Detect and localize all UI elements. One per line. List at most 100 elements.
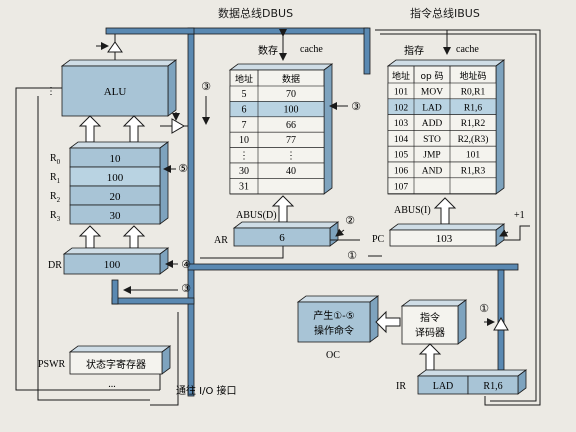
register-row: 20 R2 <box>50 185 161 206</box>
data-memory-marker: ③ <box>351 100 361 113</box>
instr-memory-row: 105 JMP 101 <box>387 145 497 163</box>
instr-memory-addr: 103 <box>394 119 409 129</box>
instr-memory-addr: 104 <box>394 135 409 145</box>
decoder-block: 指令 译码器 <box>400 299 468 345</box>
instr-memory-row: 104 STO R2,(R3) <box>387 130 497 147</box>
data-memory-addr: 7 <box>242 120 247 131</box>
data-memory-row: 30 40 <box>229 162 325 179</box>
register-marker: ⑤ <box>178 162 188 175</box>
instr-memory-operand: R1,R3 <box>461 167 486 177</box>
instr-memory-op: LAD <box>422 103 442 113</box>
abus-d-label: ABUS(D) <box>236 210 277 221</box>
instr-memory-addr: 107 <box>394 182 409 192</box>
alu-block: ALU ⋮ <box>46 59 178 117</box>
register-name: R2 <box>50 191 61 204</box>
data-memory-row: 10 77 <box>229 131 325 148</box>
alu-input-arrows <box>78 115 146 143</box>
instr-memory-op: STO <box>423 135 441 145</box>
ar-marker: ② <box>345 214 355 227</box>
ibus-marker: ① <box>347 249 357 262</box>
register-row: 10 R0 <box>50 147 161 168</box>
alu-dots: ⋮ <box>46 86 56 97</box>
instr-memory-addr: 106 <box>394 167 409 177</box>
dr-marker: ④ <box>181 258 191 271</box>
data-memory-value: 70 <box>286 89 296 100</box>
data-memory-value: ⋮ <box>286 151 296 162</box>
instr-memory-addr: 105 <box>394 151 409 161</box>
alu-label: ALU <box>104 86 127 98</box>
dr-bus-marker: ③ <box>181 282 191 295</box>
ar-value: 6 <box>279 232 285 244</box>
data-memory-cache: cache <box>300 44 323 55</box>
pc-label: PC <box>372 234 385 245</box>
data-memory-value: 40 <box>286 166 296 177</box>
instr-memory-operand: R0,R1 <box>461 88 486 98</box>
ir-marker: ① <box>479 302 489 315</box>
oc-block: 产生①-⑤ 操作命令 OC <box>296 295 380 361</box>
alu-bus-marker: ③ <box>201 80 211 93</box>
pswr-dots: ... <box>108 379 116 390</box>
instr-memory-row: 101 MOV R0,R1 <box>387 82 497 100</box>
decoder-line2: 译码器 <box>415 327 445 339</box>
data-memory-row: 31 <box>229 178 325 195</box>
instr-memory-op: MOV <box>421 88 443 98</box>
data-memory-label: 数存 <box>258 44 278 57</box>
oc-decoder-arrow <box>375 310 401 334</box>
im-col-operand: 地址码 <box>459 70 486 82</box>
pswr-label: PSWR <box>38 359 66 370</box>
pc-register: 103 PC <box>372 223 506 247</box>
register-name: R3 <box>50 210 61 223</box>
dr-reg-arrows <box>78 225 146 249</box>
data-memory-addr: 30 <box>239 166 249 177</box>
ibus-lines <box>375 29 541 406</box>
ir-label: IR <box>396 381 406 392</box>
decoder-ir-arrow <box>418 343 442 371</box>
data-memory-row: 5 70 <box>229 85 325 102</box>
im-col-op: op 码 <box>420 71 443 82</box>
instr-memory-label: 指存 <box>404 44 424 57</box>
instr-memory-op: AND <box>422 167 443 177</box>
data-memory-addr: 31 <box>239 181 249 192</box>
ar-register: 6 AR <box>214 221 340 247</box>
pswr-text: 状态字寄存器 <box>86 358 146 371</box>
data-memory-addr: 5 <box>242 89 247 100</box>
dbus-lines <box>105 27 519 397</box>
instr-memory-row: 107 <box>387 177 497 194</box>
alu-output-gate <box>96 34 123 60</box>
data-memory-value: 100 <box>284 104 299 115</box>
ir-op: LAD <box>433 381 454 392</box>
instr-memory-addr: 101 <box>394 88 409 98</box>
instr-memory-op: JMP <box>423 151 440 161</box>
register-value: 20 <box>110 191 122 203</box>
instr-memory-operand: 101 <box>466 151 481 161</box>
ir-register: LAD R1,6 IR <box>396 369 528 395</box>
register-value: 10 <box>110 153 122 165</box>
data-memory-addr: ⋮ <box>239 151 249 162</box>
abus-i-label: ABUS(I) <box>394 205 431 216</box>
ibus-title: 指令总线IBUS <box>410 6 480 20</box>
register-name: R0 <box>50 153 61 166</box>
instr-memory-row: 106 AND R1,R3 <box>387 161 497 179</box>
alu-bus-gate <box>160 112 188 134</box>
ir-operand: R1,6 <box>483 381 502 392</box>
register-value: 100 <box>107 172 124 184</box>
pc-plus-one: +1 <box>514 210 525 221</box>
data-memory-value: 77 <box>286 135 296 146</box>
dr-label: DR <box>48 260 62 271</box>
data-memory-addr: 10 <box>239 135 249 146</box>
instr-memory-operand: R2,(R3) <box>458 134 489 145</box>
data-memory-row: 6 100 <box>229 101 325 118</box>
ar-label: AR <box>214 235 228 246</box>
data-memory-addr: 6 <box>242 104 247 115</box>
pc-value: 103 <box>436 233 453 245</box>
ir-gate <box>484 269 509 371</box>
